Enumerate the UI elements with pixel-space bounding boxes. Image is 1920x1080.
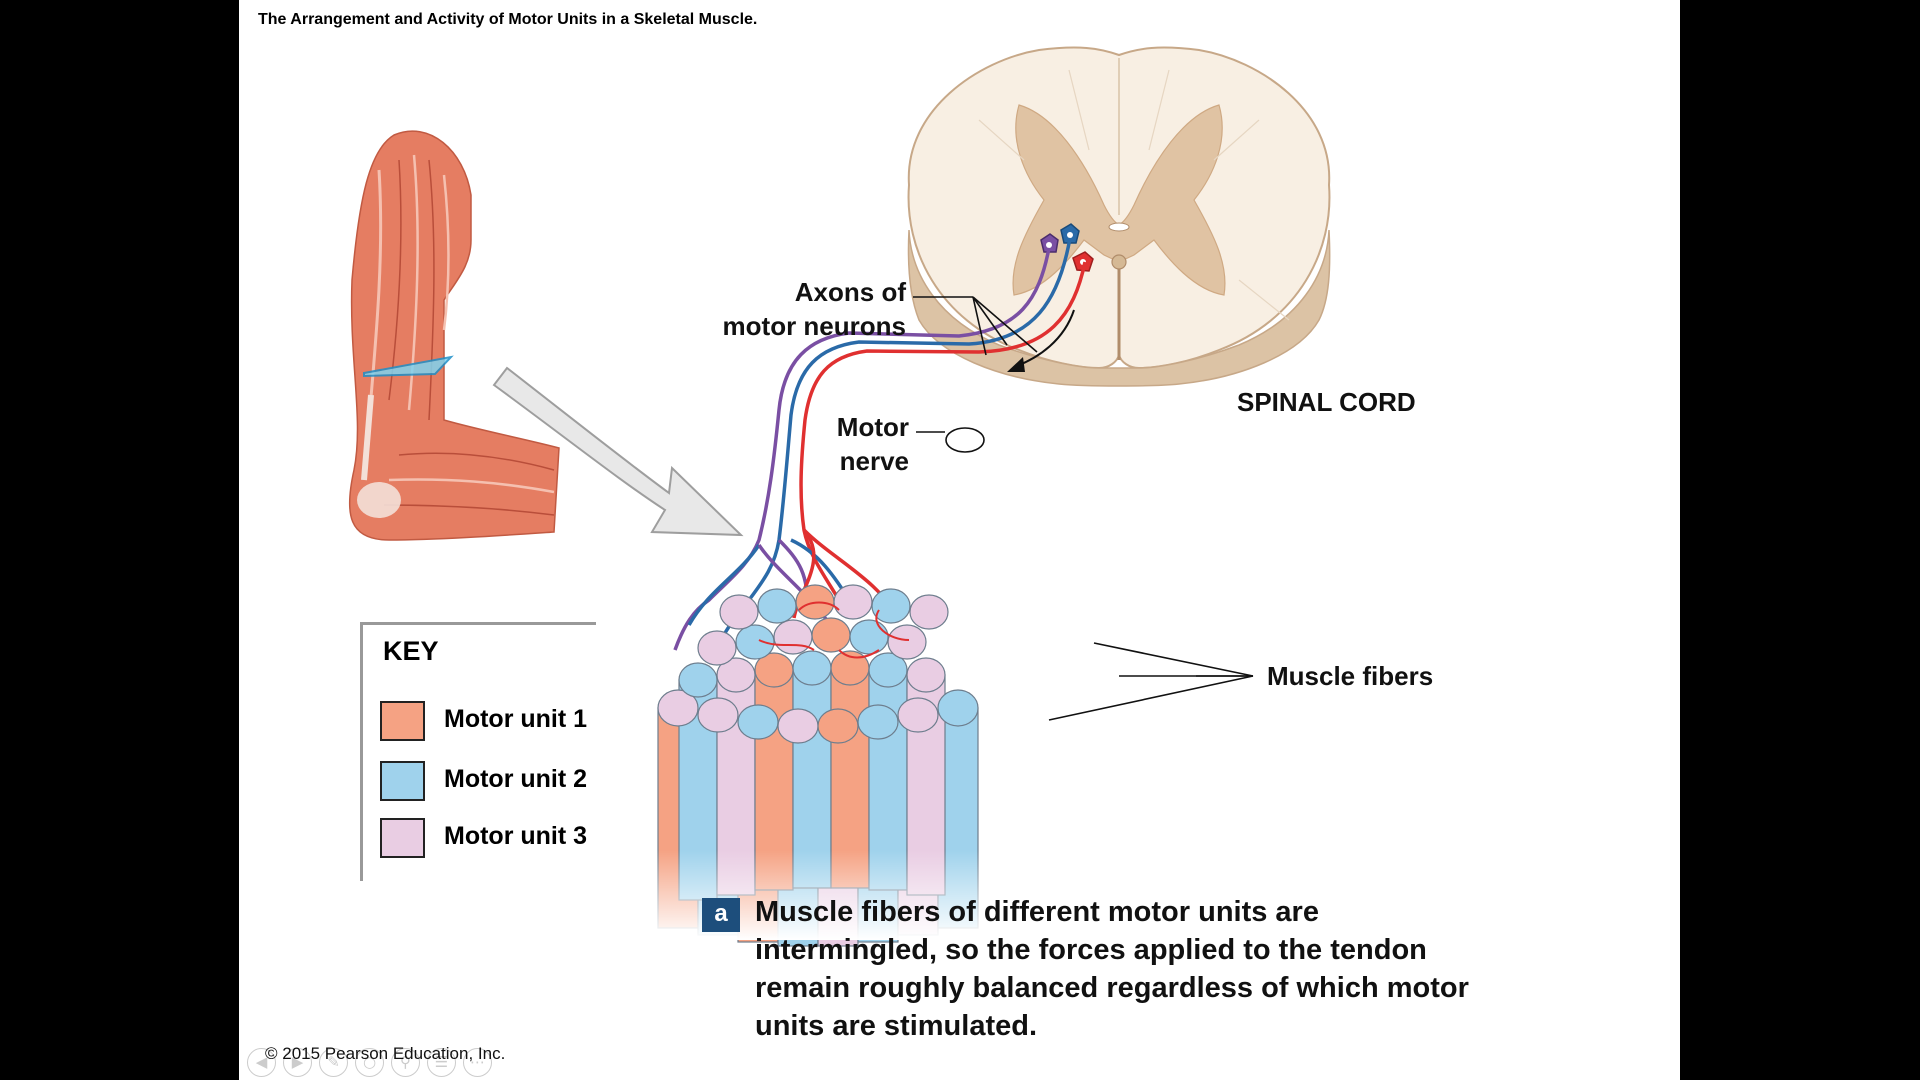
muscle-fiber-bundle	[644, 584, 994, 947]
motor-unit-2-label: Motor unit 2	[444, 765, 588, 793]
muscle-fibers-label: Muscle fibers	[1267, 661, 1434, 691]
more-icon[interactable]: ⋯	[463, 1048, 492, 1077]
zoom-icon[interactable]: ⚲	[391, 1048, 420, 1077]
motor-unit-1-swatch	[380, 701, 425, 741]
key-legend: KEY Motor unit 1 Motor unit 2 Motor unit…	[360, 622, 596, 881]
copyright-text: © 2015 Pearson Education, Inc.	[265, 1044, 506, 1063]
menu-icon[interactable]: ☰	[427, 1048, 456, 1077]
spinal-cord-illustration	[907, 46, 1331, 387]
zoom-arrow	[492, 366, 744, 537]
motor-unit-2-swatch	[380, 761, 425, 801]
forward-icon[interactable]: ▶	[283, 1048, 312, 1077]
slide-title: The Arrangement and Activity of Motor Un…	[258, 11, 758, 28]
back-icon[interactable]: ◀	[247, 1048, 276, 1077]
slideshow-toolbar: ◀ ▶ ✎ ○ ⚲ ☰ ⋯	[247, 1048, 492, 1077]
motor-unit-3-swatch	[380, 818, 425, 858]
slide: The Arrangement and Activity of Motor Un…	[239, 0, 1680, 1080]
panel-badge: a	[702, 898, 740, 932]
motor-nerve-label: Motor nerve	[836, 412, 909, 476]
axons-label: Axons of motor neurons	[722, 277, 906, 341]
diagram-artwork	[348, 46, 1331, 947]
pointer-icon[interactable]: ○	[355, 1048, 384, 1077]
motor-unit-1-label: Motor unit 1	[444, 705, 588, 733]
spinal-cord-label: SPINAL CORD	[1237, 387, 1416, 417]
key-title: KEY	[383, 636, 439, 666]
leader-lines	[913, 296, 1254, 721]
arm-illustration	[348, 130, 560, 541]
caption-text: Muscle fibers of different motor units a…	[755, 896, 1469, 1042]
motor-unit-3-label: Motor unit 3	[444, 822, 588, 850]
pen-icon[interactable]: ✎	[319, 1048, 348, 1077]
